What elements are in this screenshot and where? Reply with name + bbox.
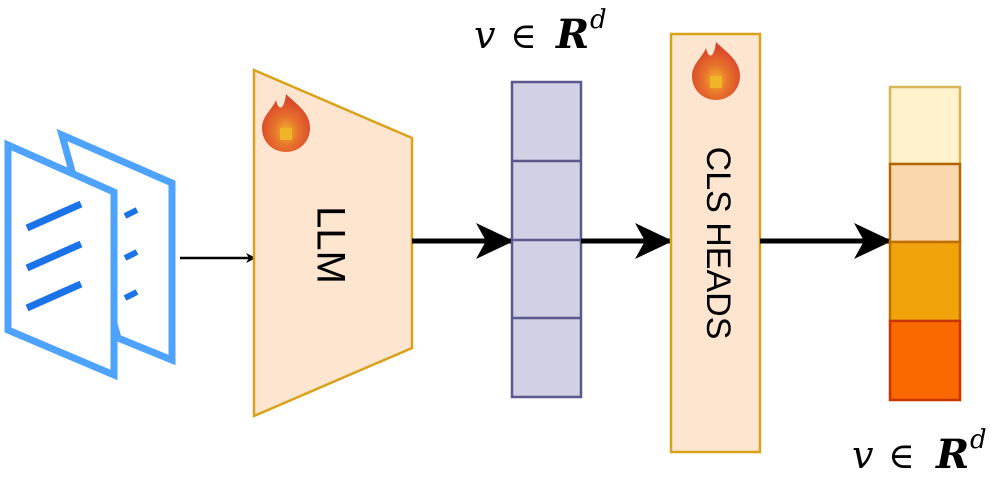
output-label-sup: d [970,425,987,455]
output-cell [888,85,962,166]
fire-icon [692,42,740,100]
embedding-label-R: R [555,11,589,58]
llm-label: LLM [308,206,352,284]
embedding-label: v ∈ R d [474,5,607,58]
output-label-R: R [935,431,969,478]
embedding-label-in: ∈ [510,16,537,57]
output-vector [888,85,962,402]
llm-block: LLM [252,68,414,418]
embedding-label-sup: d [590,5,607,35]
output-label-v: v [852,433,874,477]
documents-icon [4,128,176,381]
output-label-in: ∈ [888,436,915,477]
fire-icon [262,94,310,152]
cls-heads-label: CLS HEADS [699,147,737,340]
embedding-label-v: v [474,13,496,57]
embedding-vector [510,80,583,399]
output-cell [888,240,962,323]
output-label: v ∈ R d [852,425,987,478]
output-cell [888,162,962,244]
output-cell [888,319,962,402]
